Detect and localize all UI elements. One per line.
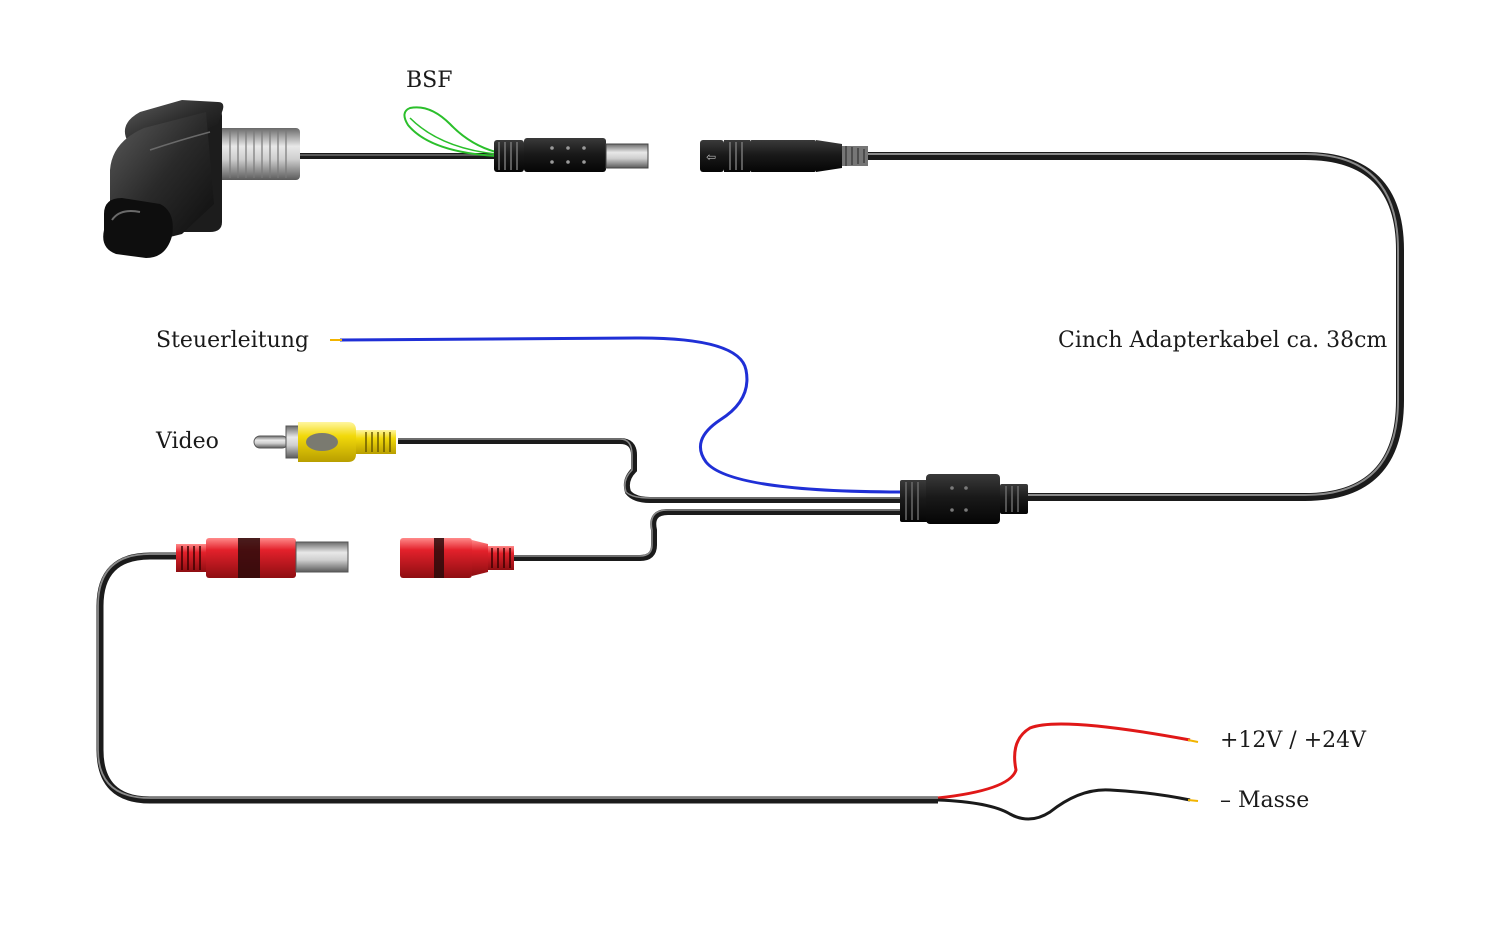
positive-wire [937, 722, 1191, 800]
power-connector-male [176, 538, 349, 578]
video-rca-connector [253, 422, 396, 462]
ground-wire [937, 788, 1191, 821]
control-line-label: Steuerleitung [156, 328, 309, 353]
svg-text:⇦: ⇦ [706, 150, 716, 164]
bsf-label: BSF [406, 68, 453, 93]
camera-icon [103, 100, 300, 258]
bsf-wire-loop [403, 106, 497, 157]
power-ground-label: – Masse [1220, 788, 1310, 813]
video-label: Video [156, 429, 219, 454]
power-connector-female [400, 538, 514, 578]
adapter-cable-label: Cinch Adapterkabel ca. 38cm [1058, 328, 1388, 353]
ground-wire-tip [1187, 799, 1199, 802]
power-branch-cable [512, 509, 904, 561]
cable-splitter [900, 474, 1028, 524]
adapter-cable-loop [868, 152, 1404, 501]
control-wire [339, 336, 905, 494]
power-supply-cable [96, 552, 938, 804]
adapter-connector-female: ⇦ [700, 140, 868, 172]
camera-connector-male [494, 138, 649, 172]
positive-wire-tip [1187, 739, 1199, 743]
power-positive-label: +12V / +24V [1220, 728, 1367, 753]
